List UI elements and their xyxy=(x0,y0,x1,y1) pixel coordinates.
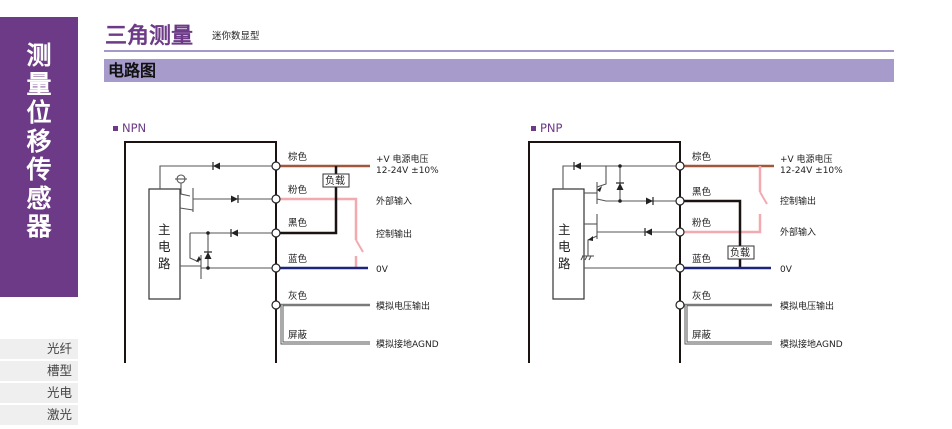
npn-load-box xyxy=(322,173,350,188)
npn-switch xyxy=(355,239,364,253)
npn-enclosure xyxy=(124,141,277,363)
npn-diagram: 主 电 路 xyxy=(124,141,439,363)
npn-wire-function: 外部输入 xyxy=(376,195,412,207)
pnp-wire-function: 0V xyxy=(780,265,793,275)
pnp-diagram: 主 电 路 xyxy=(528,141,843,363)
npn-wire-function: 模拟电压输出 xyxy=(376,300,430,312)
emitter-arrow-icon xyxy=(597,186,602,192)
npn-wire-function: 控制输出 xyxy=(376,228,412,240)
npn-main-circuit-char: 主 xyxy=(158,222,171,237)
npn-wire-color-label: 蓝色 xyxy=(288,253,308,265)
npn-main-circuit-char: 路 xyxy=(158,256,171,271)
npn-diagram-label: NPN xyxy=(113,121,146,135)
pnp-internal-wiring xyxy=(562,165,680,269)
npn-wire-function: 0V xyxy=(376,265,389,275)
pnp-main-circuit-char: 主 xyxy=(558,222,571,237)
sidebar-item-photoelectric[interactable]: 光电 xyxy=(0,383,78,403)
diode-icon xyxy=(644,227,653,237)
pnp-shield-inner xyxy=(685,305,772,344)
pnp-load-box xyxy=(727,245,755,260)
pnp-load-label: 负载 xyxy=(730,246,750,259)
sidebar-nav: 光纤 槽型 光电 激光 xyxy=(0,339,78,427)
pnp-wire-function: 控制输出 xyxy=(780,195,816,207)
diode-icon xyxy=(212,161,221,171)
pnp-wire-color-label: 屏蔽 xyxy=(692,329,712,341)
npn-wire-color-label: 棕色 xyxy=(288,151,308,163)
junction-dot xyxy=(206,266,210,270)
sidebar-category-title: 测量位移传感器 xyxy=(26,41,52,241)
page-title: 三角测量 xyxy=(105,24,194,49)
sidebar-category-band xyxy=(0,17,78,297)
pnp-main-circuit-box xyxy=(552,188,585,300)
pnp-wire-function: 外部输入 xyxy=(780,226,816,238)
pnp-main-circuit-char: 路 xyxy=(558,256,571,271)
pnp-wire-color-label: 灰色 xyxy=(692,290,712,302)
diode-icon xyxy=(573,161,582,171)
pnp-switch xyxy=(759,191,768,205)
title-divider xyxy=(104,50,894,52)
pnp-wire-function: 模拟接地AGND xyxy=(780,338,843,350)
diode-icon xyxy=(645,196,654,206)
npn-internal-wiring xyxy=(159,165,276,279)
pnp-main-circuit-char: 电 xyxy=(558,239,571,254)
emitter-arrow-icon xyxy=(196,256,201,262)
diode-icon xyxy=(615,182,625,191)
sidebar-item-laser[interactable]: 激光 xyxy=(0,405,78,425)
pnp-wire-pink xyxy=(680,214,762,234)
npn-wire-function: 模拟接地AGND xyxy=(376,338,439,350)
npn-wire-function: +V 电源电压 xyxy=(376,153,429,165)
npn-load-label: 负载 xyxy=(325,174,345,187)
pnp-wire-color-label: 蓝色 xyxy=(692,253,712,265)
diode-icon xyxy=(203,251,213,260)
npn-wire-function-detail: 12-24V ±10% xyxy=(376,166,439,176)
diode-icon xyxy=(230,194,239,204)
pnp-wire-function: 模拟电压输出 xyxy=(780,300,834,312)
pnp-label-text: PNP xyxy=(540,121,563,135)
npn-wire-color-label: 粉色 xyxy=(288,184,308,196)
emitter-arrow-icon xyxy=(588,236,593,241)
npn-wire-black xyxy=(276,166,338,235)
npn-main-circuit-char: 电 xyxy=(158,239,171,254)
pnp-diagram-label: PNP xyxy=(531,121,562,135)
pnp-wire-color-label: 粉色 xyxy=(692,217,712,229)
npn-wire-pink xyxy=(276,197,358,240)
junction-dot xyxy=(618,164,622,168)
npn-wire-color-label: 屏蔽 xyxy=(288,329,308,341)
pnp-wire-color-label: 棕色 xyxy=(692,151,712,163)
diode-icon xyxy=(230,228,239,238)
npn-wire-color-label: 黑色 xyxy=(288,217,308,229)
pnp-wire-function: +V 电源电压 xyxy=(780,153,833,165)
page-subtitle: 迷你数显型 xyxy=(212,31,260,42)
bullet-square-icon xyxy=(531,126,536,131)
npn-wire-color-label: 灰色 xyxy=(288,290,308,302)
npn-label-text: NPN xyxy=(122,121,147,135)
sidebar-item-slot[interactable]: 槽型 xyxy=(0,361,78,381)
junction-dot xyxy=(206,231,210,235)
pnp-enclosure xyxy=(528,141,681,363)
pnp-wire-color-label: 黑色 xyxy=(692,186,712,198)
bullet-square-icon xyxy=(113,126,118,131)
npn-terminals xyxy=(271,161,281,310)
pnp-terminals xyxy=(675,161,685,310)
section-title: 电路图 xyxy=(108,61,157,80)
pnp-wire-function-detail: 12-24V ±10% xyxy=(780,166,843,176)
npn-main-circuit-box xyxy=(148,188,181,300)
section-bar xyxy=(104,59,894,82)
sidebar-item-fiber[interactable]: 光纤 xyxy=(0,339,78,359)
npn-shield-inner xyxy=(281,305,370,344)
junction-dot xyxy=(618,199,622,203)
